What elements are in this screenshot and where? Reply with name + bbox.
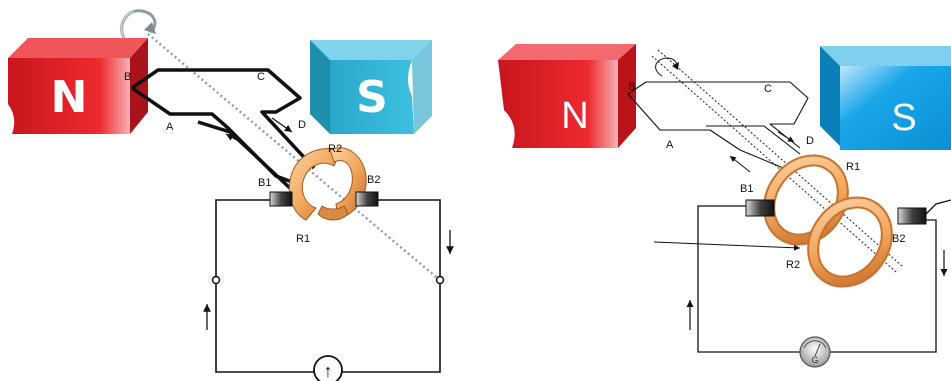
right-north-magnet: N [498,44,636,148]
right-north-label: N [561,95,588,137]
left-label-b2: B2 [367,174,380,186]
right-external-arrow [653,241,801,251]
left-label-c: C [257,71,265,83]
left-rotation-axis [147,33,443,283]
right-label-b2: B2 [892,233,905,245]
right-south-label: S [891,97,916,139]
right-coil-arrow-d [777,131,795,143]
left-coil-arrow-d [271,117,293,133]
left-label-a: A [166,121,174,133]
left-split-ring [288,147,367,221]
right-coil-arrow [729,155,751,173]
left-north-label: N [51,72,88,123]
right-external-circuit [697,199,951,353]
right-label-b1: B1 [740,183,753,195]
right-coil [627,81,809,171]
right-brush-b2 [897,207,927,225]
left-south-label: S [356,72,388,123]
left-label-b1: B1 [258,177,271,189]
right-slip-ring-r2 [807,196,893,288]
left-terminal-right [435,275,445,285]
right-label-c: C [764,83,772,95]
left-brush-b1 [269,191,293,207]
left-label-r1: R1 [296,233,310,245]
right-label-b: B [628,81,635,93]
left-external-circuit [215,199,441,373]
left-coil-arrow [225,133,245,145]
right-label-a: A [666,139,674,151]
left-south-magnet: S [310,40,432,134]
left-brush-b2 [355,191,379,207]
left-label-r2: R2 [328,143,342,155]
right-south-magnet: S [820,46,951,150]
left-label-b: B [124,71,131,83]
curved-arrow-icon [655,57,679,77]
left-terminal-left [211,275,221,285]
right-diagram: N S B C A D [498,44,951,368]
curved-arrow-icon [120,9,157,39]
left-label-d: D [298,119,306,131]
right-label-d: D [806,135,814,147]
left-meter: ↑ [313,355,343,381]
left-north-magnet: N [8,38,148,134]
right-meter-symbol: G [811,355,818,365]
right-brush-b1 [745,199,775,217]
right-galvanometer: G [799,336,831,368]
left-coil [131,68,316,192]
right-slip-ring-r1 [763,154,849,246]
right-label-r2: R2 [786,259,800,271]
right-label-r1: R1 [846,161,860,173]
left-diagram: N S B C A D [8,9,454,381]
left-meter-symbol: ↑ [324,361,333,381]
